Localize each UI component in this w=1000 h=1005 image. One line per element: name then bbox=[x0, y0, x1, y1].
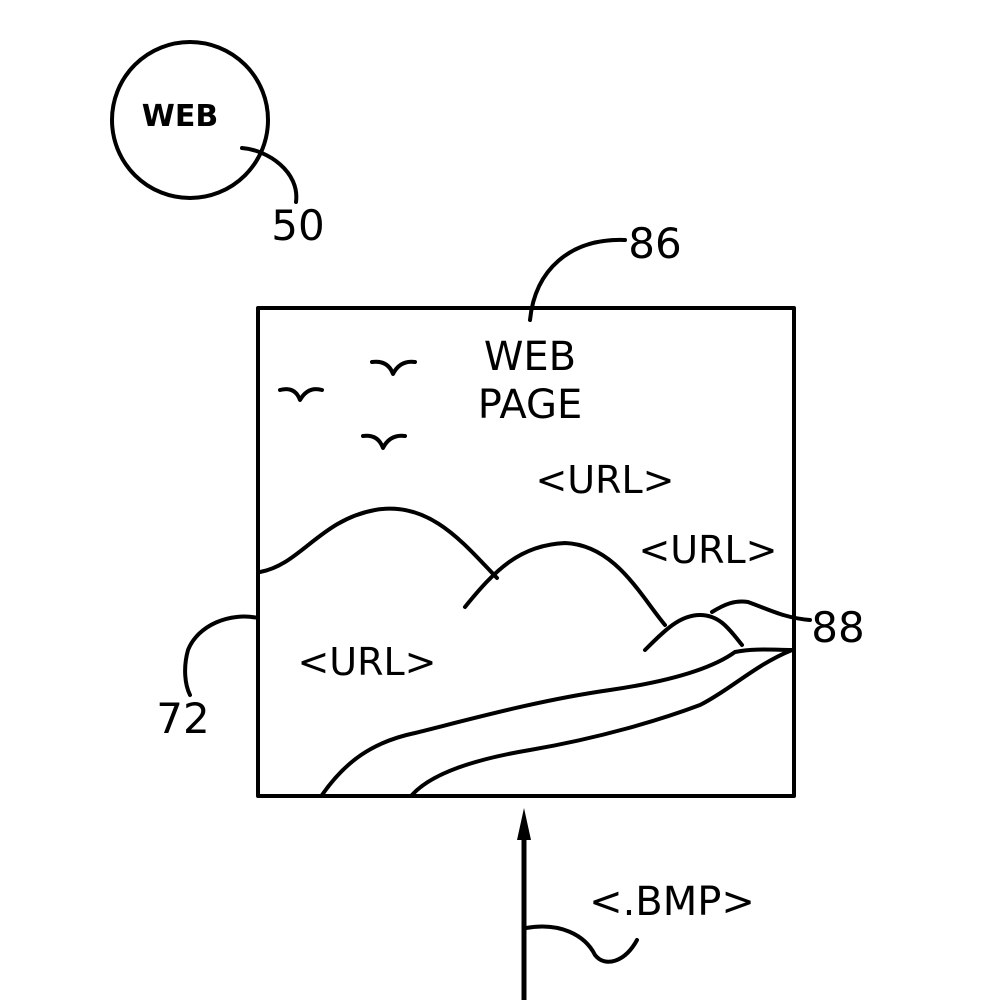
arrowhead-icon bbox=[517, 808, 531, 840]
ref-50-leader bbox=[240, 146, 299, 204]
web-circle bbox=[110, 40, 270, 200]
page-title-line2: PAGE bbox=[478, 382, 583, 428]
ref-50-label: 50 bbox=[271, 201, 324, 250]
ref-72-leader bbox=[183, 614, 260, 697]
url-link-2[interactable]: <URL> bbox=[638, 528, 777, 572]
ref-88-label: 88 bbox=[811, 603, 864, 652]
hill-middle bbox=[463, 541, 667, 627]
web-page-frame bbox=[256, 306, 796, 798]
river-bank-left bbox=[320, 647, 794, 797]
bmp-leader bbox=[524, 924, 639, 964]
page-title-line1: WEB bbox=[484, 334, 576, 380]
ref-86-leader bbox=[528, 237, 627, 322]
bird-icon bbox=[278, 387, 324, 402]
url-link-1[interactable]: <URL> bbox=[535, 458, 674, 502]
bmp-label: <.BMP> bbox=[589, 879, 755, 925]
bird-icon bbox=[370, 359, 417, 376]
hill-left bbox=[258, 506, 499, 580]
ref-72-label: 72 bbox=[156, 694, 209, 743]
bird-icon bbox=[361, 433, 407, 450]
river-bank-right bbox=[410, 648, 794, 797]
ref-86-label: 86 bbox=[628, 219, 681, 268]
hill-small bbox=[643, 613, 744, 652]
web-circle-label: WEB bbox=[142, 99, 218, 134]
url-link-3[interactable]: <URL> bbox=[297, 640, 436, 684]
ref-88-leader bbox=[710, 599, 812, 622]
